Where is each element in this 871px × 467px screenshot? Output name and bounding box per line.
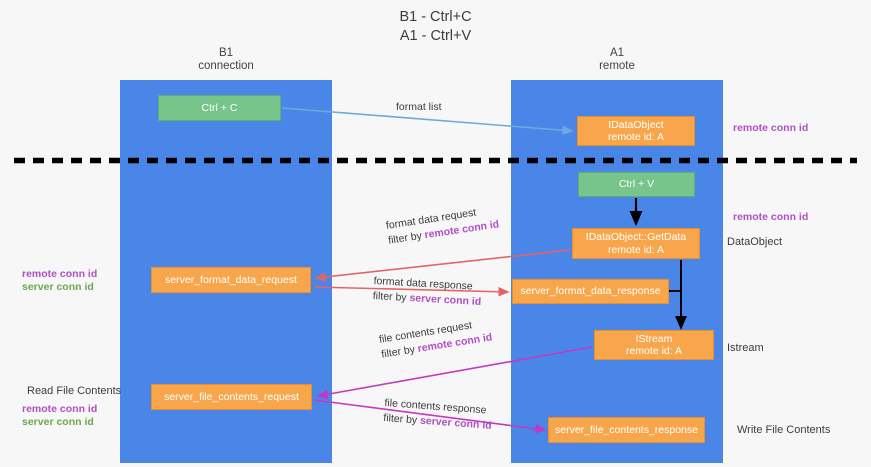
box-server-file-contents-response-label: server_file_contents_response — [554, 423, 698, 436]
box-istream-remote-id: remote id: A — [625, 345, 683, 357]
page-title: B1 - Ctrl+C A1 - Ctrl+V — [0, 8, 871, 46]
box-ctrl-c-label: Ctrl + C — [201, 101, 238, 114]
connector-label-format-list-line1: format list — [396, 101, 442, 113]
lane-header-b1: B1 connection — [120, 47, 332, 73]
connector-label-format-data-request: format data request filter by remote con… — [385, 202, 500, 248]
title-line-1: B1 - Ctrl+C — [399, 9, 472, 25]
lane-header-b1-role: connection — [198, 60, 254, 72]
box-ctrl-v-label: Ctrl + V — [618, 178, 655, 191]
box-idataobject[interactable]: IDataObject remote id: A — [577, 116, 695, 146]
label-remote-conn-id-mid: remote conn id — [733, 211, 809, 223]
box-getdata-remote-id: remote id: A — [607, 243, 665, 256]
filter-key-server-conn-id: server conn id — [409, 292, 482, 309]
label-left-server-conn-id-1: server conn id — [22, 281, 94, 293]
label-dataobject: DataObject — [727, 236, 783, 248]
connector-label-file-contents-request: file contents request filter by remote c… — [378, 315, 493, 362]
label-remote-conn-id-top: remote conn id — [733, 122, 809, 134]
lane-header-a1-role: remote — [599, 60, 635, 72]
filter-key-server-conn-id-2: server conn id — [419, 414, 493, 432]
title-line-2: A1 - Ctrl+V — [399, 28, 472, 44]
box-idataobject-remote-id: remote id: A — [607, 131, 665, 143]
box-ctrl-c[interactable]: Ctrl + C — [158, 95, 281, 121]
lane-header-a1-name: A1 — [609, 47, 625, 59]
label-left-server-conn-id-2: server conn id — [22, 416, 94, 428]
label-left-conn-ids-bottom: remote conn id server conn id — [22, 403, 97, 429]
box-istream-title: IStream — [635, 332, 673, 345]
label-left-remote-conn-id-1: remote conn id — [22, 268, 98, 280]
box-server-format-data-response[interactable]: server_format_data_response — [512, 279, 669, 304]
box-server-format-data-response-label: server_format_data_response — [520, 285, 661, 298]
lane-header-b1-name: B1 — [218, 47, 234, 59]
box-server-format-data-request[interactable]: server_format_data_request — [151, 267, 311, 293]
box-idataobject-getdata[interactable]: IDataObject::GetData remote id: A — [572, 228, 700, 259]
box-server-format-data-request-label: server_format_data_request — [165, 273, 297, 286]
box-ctrl-v[interactable]: Ctrl + V — [578, 172, 695, 197]
label-istream: Istream — [727, 342, 764, 354]
box-idataobject-title: IDataObject — [608, 118, 664, 131]
label-write-file-contents: Write File Contents — [737, 424, 831, 436]
box-server-file-contents-request[interactable]: server_file_contents_request — [151, 384, 312, 410]
connector-label-format-list: format list — [396, 100, 442, 115]
connector-label-file-contents-response: file contents response filter by server … — [383, 396, 493, 434]
lane-header-a1: A1 remote — [511, 47, 723, 73]
box-server-file-contents-response[interactable]: server_file_contents_response — [548, 417, 705, 443]
label-left-conn-ids-top: remote conn id server conn id — [22, 268, 97, 294]
box-getdata-title: IDataObject::GetData — [585, 231, 687, 243]
box-istream[interactable]: IStream remote id: A — [594, 330, 714, 360]
label-read-file-contents: Read File Contents — [27, 385, 122, 397]
connector-label-format-data-response: format data response filter by server co… — [372, 274, 482, 310]
label-left-remote-conn-id-2: remote conn id — [22, 403, 98, 415]
box-server-file-contents-request-label: server_file_contents_request — [164, 390, 299, 403]
